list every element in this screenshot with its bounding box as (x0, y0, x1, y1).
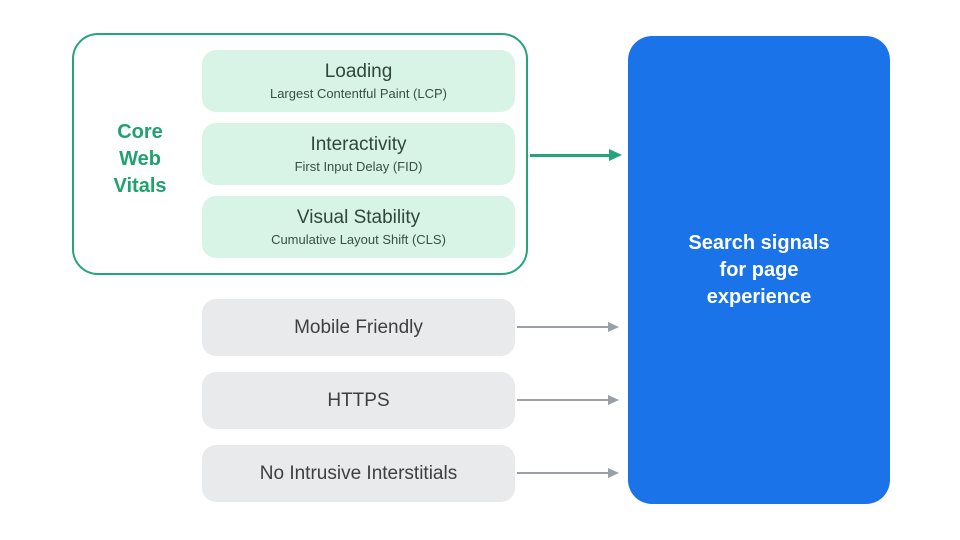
signal-label: No Intrusive Interstitials (259, 462, 458, 484)
metric-title: Visual Stability (296, 206, 421, 228)
metric-subtitle: Largest Contentful Paint (LCP) (269, 85, 448, 101)
core-vitals-right-arrow-icon (530, 149, 622, 160)
metric-card-interactivity: Interactivity First Input Delay (FID) (202, 123, 515, 185)
signal-card-no-intrusive-interstitials: No Intrusive Interstitials (202, 445, 515, 502)
metric-subtitle: First Input Delay (FID) (294, 158, 423, 174)
signal-label: HTTPS (327, 389, 390, 411)
metric-card-loading: Loading Largest Contentful Paint (LCP) (202, 50, 515, 112)
signal-card-mobile-friendly: Mobile Friendly (202, 299, 515, 356)
core-web-vitals-label: Core Web Vitals (113, 121, 167, 197)
signal-card-https: HTTPS (202, 372, 515, 429)
https-right-arrow-icon (517, 395, 619, 405)
search-signals-label: Search signals for page experience (688, 231, 830, 308)
mobile-friendly-right-arrow-icon (517, 322, 619, 332)
metric-subtitle: Cumulative Layout Shift (CLS) (271, 231, 446, 247)
metric-title: Loading (324, 60, 393, 82)
search-signals-panel: Search signals for page experience (628, 36, 890, 504)
metric-title: Interactivity (310, 133, 407, 155)
signal-label: Mobile Friendly (294, 316, 423, 338)
interstitials-right-arrow-icon (517, 468, 619, 478)
metric-card-visual-stability: Visual Stability Cumulative Layout Shift… (202, 196, 515, 258)
